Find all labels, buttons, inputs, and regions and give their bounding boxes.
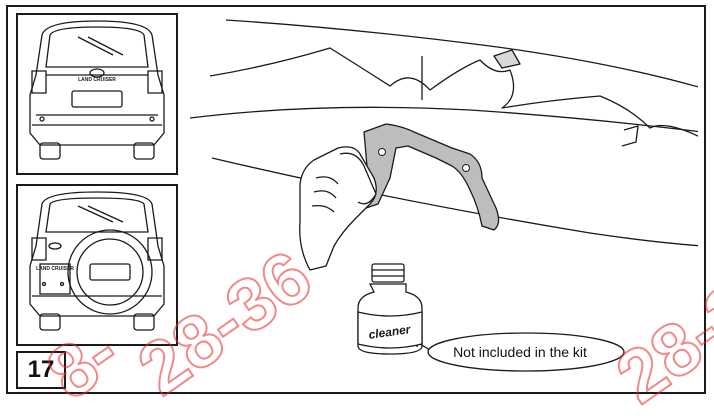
- step-number: 17: [16, 351, 66, 389]
- callout-note: Not included in the kit: [418, 333, 622, 371]
- upper-plate-text: LAND CRUISER: [78, 77, 116, 83]
- lower-plate-text: LAND CRUISER: [36, 266, 74, 272]
- vehicle-rear-thumbnail: LAND CRUISER: [16, 13, 178, 175]
- vehicle-rear-spare-thumbnail: LAND CRUISER: [16, 184, 178, 346]
- vehicle-rear-illustration: LAND CRUISER: [18, 15, 176, 173]
- vehicle-rear-spare-illustration: LAND CRUISER: [18, 186, 176, 344]
